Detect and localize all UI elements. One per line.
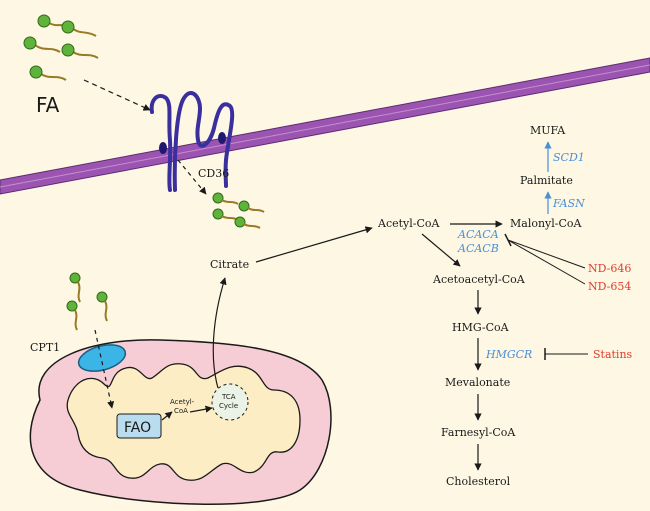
acetoacetyl-coa-label: Acetoacetyl-CoA [432, 273, 526, 286]
acetyl-coa-label: Acetyl-CoA [377, 217, 441, 230]
acaca-gene-label: ACACA [457, 228, 499, 241]
cpt1-label: CPT1 [30, 341, 60, 354]
cd36-label: CD36 [198, 167, 229, 180]
fasn-gene-label: FASN [552, 197, 585, 210]
cpt1-transport-arrow [94, 329, 115, 409]
acetylcoa-to-acetoacetylcoa-arrow [421, 233, 461, 267]
acacb-gene-label: ACACB [457, 242, 499, 255]
tca-label-2: Cycle [219, 402, 238, 410]
fatty-acid-molecule [23, 36, 61, 53]
fatty-acid-molecule [212, 192, 239, 205]
tca-label: TCA [221, 393, 236, 401]
tca-cycle [211, 383, 249, 421]
fatty-acid-molecule [238, 200, 265, 213]
cholesterol-label: Cholesterol [446, 475, 511, 488]
acetyl-coa-small-label-2: CoA [174, 407, 188, 415]
hmg-coa-label: HMG-CoA [452, 321, 510, 334]
nd646-drug-label: ND-646 [588, 262, 631, 275]
inhibition-bar [504, 233, 512, 247]
fatty-acid-molecule [212, 208, 239, 221]
fa-label: FA [36, 93, 60, 117]
fatty-acid-molecule [61, 43, 99, 59]
fatty-acid-molecule [66, 300, 78, 331]
cd36-protein [149, 91, 235, 192]
nd654-drug-label: ND-654 [588, 280, 631, 293]
cd36-node [218, 132, 226, 144]
acetylcoa-to-tca-arrow [189, 405, 213, 413]
cd36-node [159, 142, 167, 154]
fatty-acid-molecule [96, 291, 108, 322]
fao-box [116, 413, 162, 439]
fao-label: FAO [124, 420, 151, 436]
citrate-label: Citrate [210, 258, 249, 271]
statins-drug-label: Statins [593, 348, 633, 361]
fatty-acid-molecule [29, 65, 67, 81]
farnesyl-coa-label: Farnesyl-CoA [441, 426, 516, 439]
membrane-inner-line [0, 64, 650, 188]
citrate-to-acetylcoa-arrow [255, 226, 373, 263]
fatty-acid-molecule [69, 272, 81, 303]
hmgcr-gene-label: HMGCR [485, 348, 532, 361]
mevalonate-label: Mevalonate [445, 376, 510, 389]
nd654-inhibition-line [507, 239, 586, 285]
nd646-inhibition-line [507, 239, 586, 269]
fao-to-acetylcoa-arrow [161, 411, 173, 421]
malonyl-coa-label: Malonyl-CoA [510, 217, 583, 230]
fatty-acid-molecule [61, 20, 97, 37]
fatty-acid-molecule [234, 216, 261, 229]
acetyl-coa-small-label: Acetyl- [170, 398, 195, 406]
palmitate-label: Palmitate [520, 174, 573, 187]
tca-to-citrate-arrow [212, 277, 227, 389]
mufa-label: MUFA [530, 124, 566, 137]
fa-uptake-arrow [83, 79, 151, 111]
scd1-gene-label: SCD1 [553, 151, 585, 164]
